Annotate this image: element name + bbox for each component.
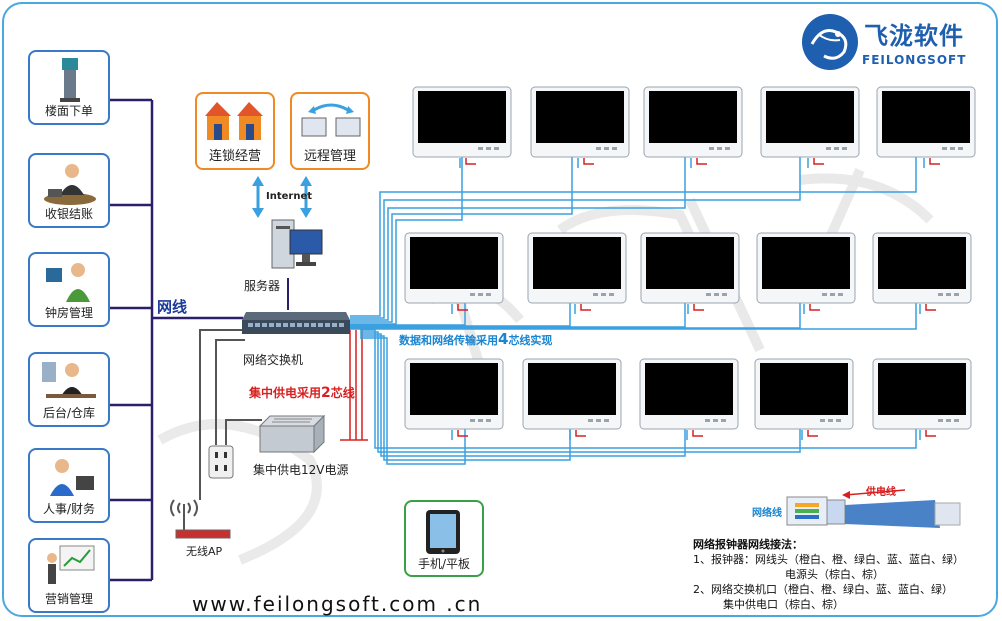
node-label: 收银结账 (44, 207, 93, 221)
bell-terminal-monitor (404, 232, 504, 314)
node-room-bell: 钟房管理 (28, 252, 110, 327)
cable-power-label: 供电线 (866, 487, 896, 498)
bell-terminal-monitor (404, 358, 504, 440)
node-label: 后台/仓库 (42, 406, 96, 420)
node-label: 连锁经营 (208, 149, 261, 164)
bell-terminal-monitor (872, 358, 972, 440)
switch-label: 网络交换机 (243, 353, 304, 367)
wireless-ap-label: 无线AP (186, 545, 223, 558)
bell-terminal-monitor (522, 358, 622, 440)
power-supply-note: 集中供电采用2芯线 (249, 385, 355, 401)
bell-terminal-monitor (530, 86, 630, 168)
node-remote: 远程管理 (290, 92, 370, 170)
network-line-label: 网线 (157, 298, 188, 316)
bell-terminal-monitor (756, 232, 856, 314)
power-supply-label: 集中供电12V电源 (253, 463, 349, 477)
bell-terminal-monitor (640, 232, 740, 314)
wiring-legend: 网络报钟器网线接法： 1、报钟器：网线头（橙白、橙、绿白、蓝、蓝白、绿） 电源头… (693, 537, 964, 612)
node-floor-order: 楼面下单 (28, 50, 110, 125)
bell-terminal-monitor (643, 86, 743, 168)
node-label: 手机/平板 (417, 557, 471, 571)
bell-terminal-monitor (876, 86, 976, 168)
hr-person-icon (50, 459, 94, 496)
bell-terminal-monitor (639, 358, 739, 440)
website-url: www.feilongsoft.com .cn (192, 592, 483, 616)
node-chain: 连锁经营 (195, 92, 275, 170)
power-outlet-icon (208, 445, 234, 479)
office-person-icon (42, 362, 96, 398)
data-transmission-note: 数据和网络传输采用4芯线实现 (399, 330, 553, 348)
cashier-person-icon (44, 164, 96, 205)
bell-terminal-monitor (872, 232, 972, 314)
cable-diagram (786, 489, 961, 528)
kiosk-icon (60, 58, 80, 102)
node-marketing: 营销管理 (28, 538, 110, 613)
node-label: 人事/财务 (42, 502, 96, 516)
legend-line: 电源头（棕白、棕） (785, 568, 884, 581)
node-label: 营销管理 (44, 592, 93, 606)
server-label: 服务器 (244, 279, 281, 293)
chain-stores-icon (205, 102, 263, 140)
brand-name-cn: 飞泷软件 (864, 22, 964, 50)
legend-line: 集中供电口（棕白、棕） (723, 598, 844, 611)
bell-terminal-monitor (760, 86, 860, 168)
tablet-icon (426, 510, 460, 554)
remote-computers-icon (301, 103, 361, 137)
brand-logo: 飞泷软件 FEILONGSOFT (800, 12, 970, 74)
node-cashier: 收银结账 (28, 153, 110, 228)
bell-terminal-monitor (754, 358, 854, 440)
bell-terminal-monitor (412, 86, 512, 168)
node-backoffice: 后台/仓库 (28, 352, 110, 427)
node-label: 楼面下单 (44, 104, 93, 118)
node-hr-finance: 人事/财务 (28, 448, 110, 523)
server-icon (271, 219, 323, 269)
wireless-ap-icon (170, 499, 231, 539)
cable-network-label: 网络线 (752, 508, 782, 519)
presentation-icon (47, 545, 95, 584)
legend-line: 1、报钟器：网线头（橙白、橙、绿白、蓝、蓝白、绿） (693, 553, 964, 566)
brand-name-en: FEILONGSOFT (862, 53, 967, 67)
operator-person-icon (46, 263, 90, 302)
power-supply-icon (258, 414, 326, 454)
network-switch-icon (242, 312, 350, 334)
node-label: 钟房管理 (44, 306, 93, 320)
bell-terminal-monitor (527, 232, 627, 314)
legend-title: 网络报钟器网线接法： (693, 538, 803, 551)
legend-line: 2、网络交换机口（橙白、橙、绿白、蓝、蓝白、绿） (693, 583, 953, 596)
internet-label: Internet (266, 191, 313, 202)
data-trunk (350, 150, 917, 465)
node-mobile: 手机/平板 (404, 500, 484, 577)
node-label: 远程管理 (303, 149, 356, 164)
